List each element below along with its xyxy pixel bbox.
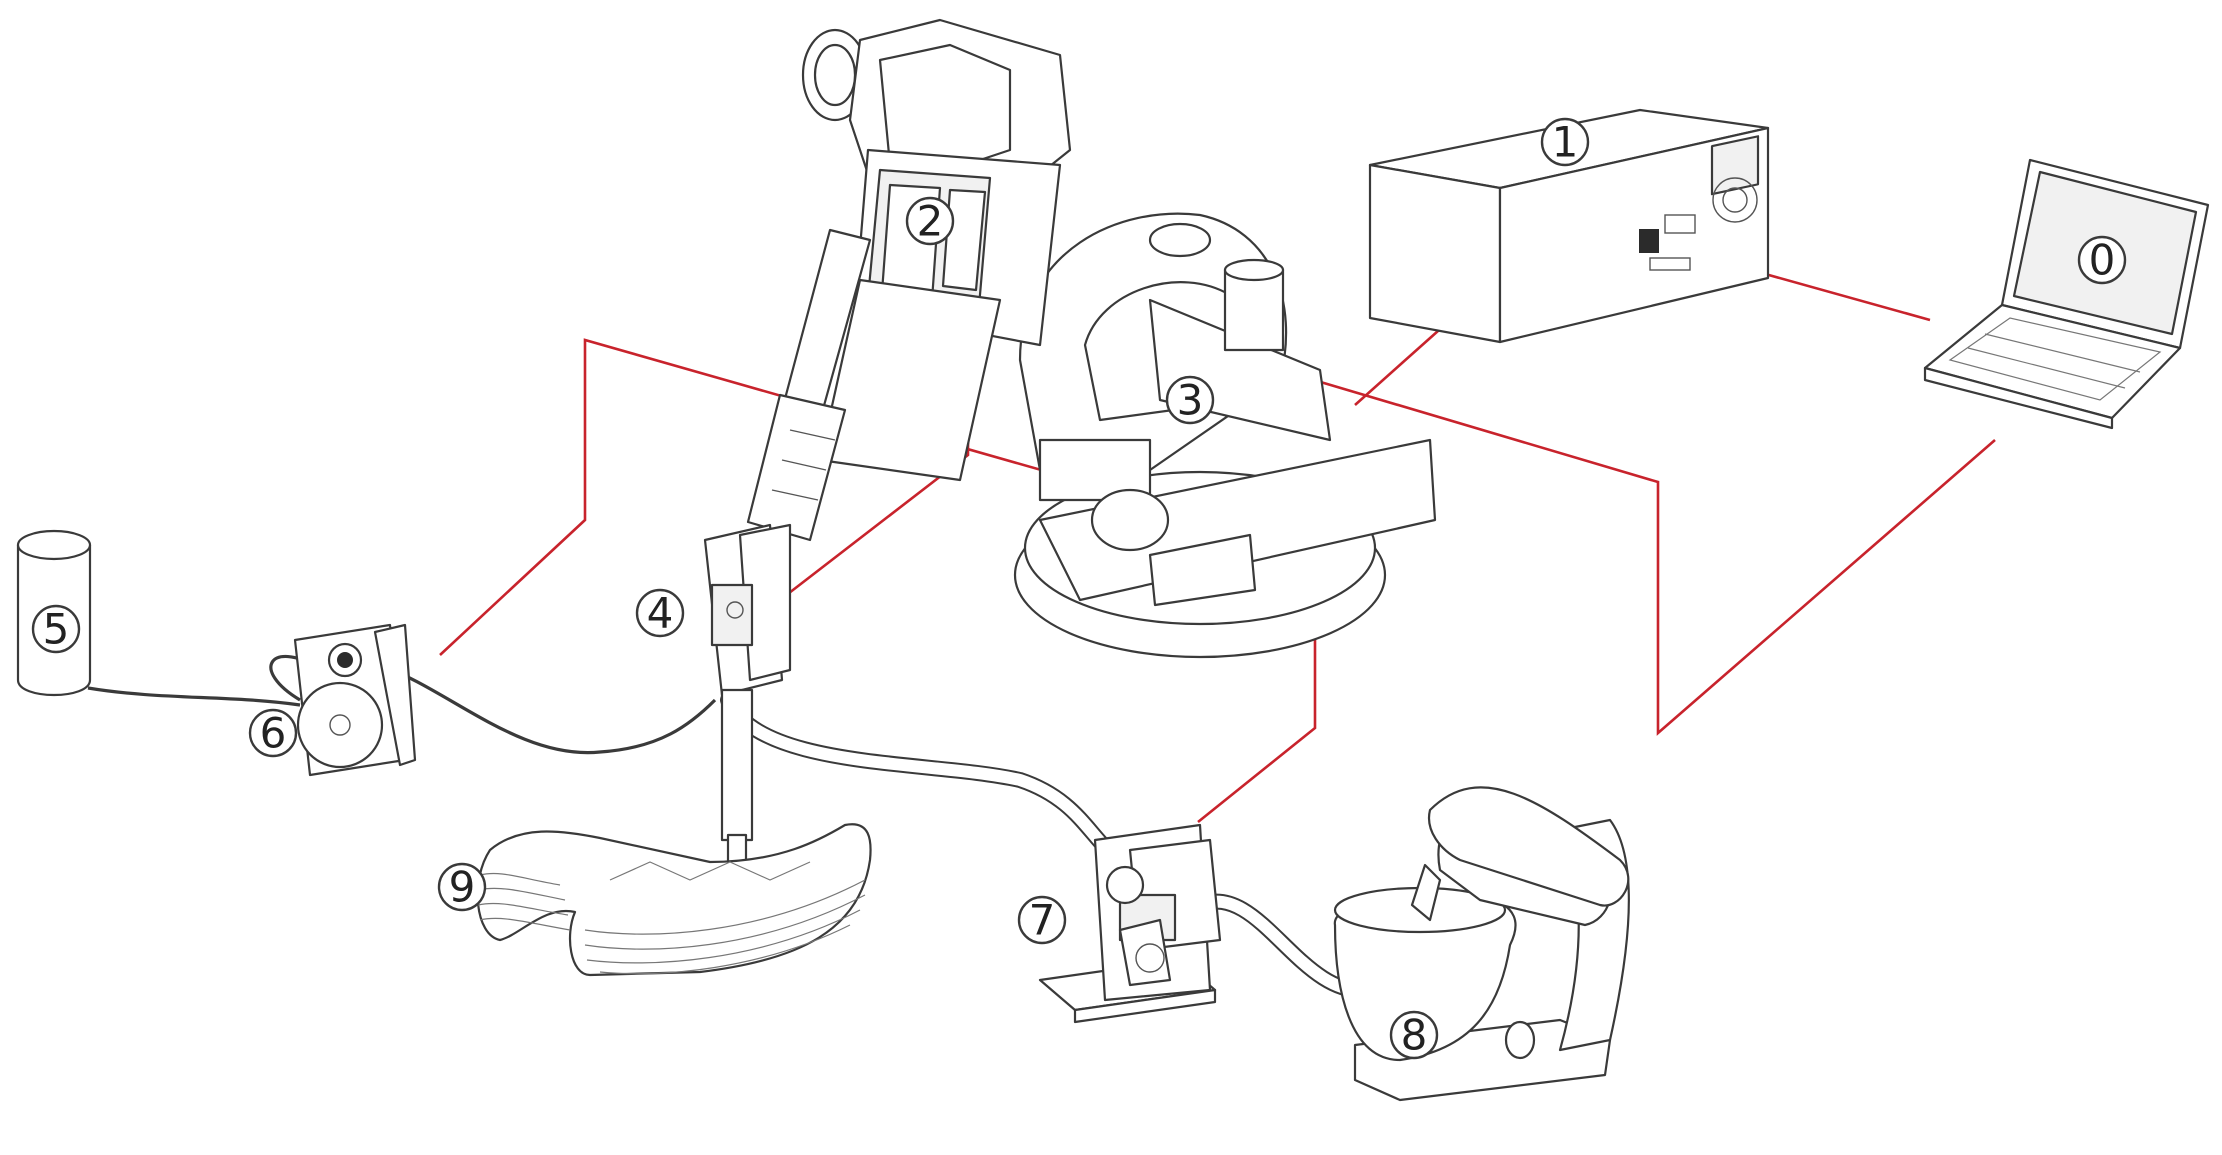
wire-laptop-robot-loop (1009, 288, 1996, 736)
label-3-badge: 3 (1165, 376, 1215, 425)
concrete-pump (1038, 823, 1222, 1024)
number-labels: 0 1 2 3 4 5 6 7 (31, 118, 2127, 1060)
label-7: 7 (1029, 896, 1056, 945)
wire-laptop-controller (1757, 270, 1931, 322)
label-0-badge: 0 (2077, 236, 2127, 285)
print-head (703, 523, 792, 865)
label-2: 2 (917, 197, 944, 246)
label-1-badge: 1 (1540, 118, 1590, 167)
label-6: 6 (260, 709, 287, 758)
label-9: 9 (449, 863, 476, 912)
printed-object (476, 823, 872, 977)
laptop (1923, 158, 2210, 430)
label-4-badge: 4 (635, 589, 685, 638)
robot-base (1013, 212, 1437, 659)
label-9-badge: 9 (437, 863, 487, 912)
label-7-badge: 7 (1017, 896, 1067, 945)
label-0: 0 (2089, 236, 2116, 285)
label-8: 8 (1401, 1011, 1428, 1060)
label-8-badge: 8 (1389, 1011, 1439, 1060)
label-5-badge: 5 (31, 605, 81, 654)
label-4: 4 (647, 589, 674, 638)
label-2-badge: 2 (905, 197, 955, 246)
robot-arm (746, 18, 1072, 542)
controller-box (1368, 108, 1770, 344)
label-3: 3 (1177, 376, 1204, 425)
label-5: 5 (43, 605, 70, 654)
accelerator-pump (293, 623, 417, 777)
label-1: 1 (1552, 118, 1579, 167)
label-6-badge: 6 (248, 709, 298, 758)
mixer (1333, 786, 1631, 1102)
